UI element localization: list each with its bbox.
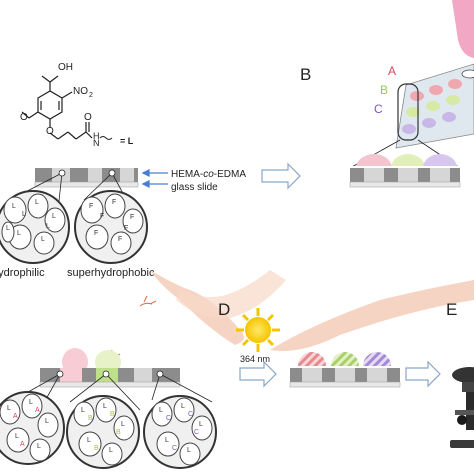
glass-slide-label: glass slide [171, 182, 218, 193]
bead-label: L [199, 421, 203, 428]
hydrophilic-label: hydrophilic [0, 267, 45, 279]
substrate-d [289, 352, 401, 388]
panel-d-label: D [218, 300, 230, 319]
equals-l-label: = L [120, 136, 134, 146]
bead-label: L [181, 403, 185, 410]
microscope-icon [450, 367, 474, 448]
zoom-circle-c1 [0, 391, 65, 465]
substrate-b [349, 154, 461, 188]
bead-label: A [35, 407, 40, 414]
zoom-circle-c3 [143, 395, 217, 469]
bead-label: L [45, 418, 49, 425]
bead-label: L [165, 437, 169, 444]
bead-label: F [118, 236, 122, 243]
bead-label: B [116, 429, 121, 436]
bead-label: A [13, 413, 18, 420]
bead-label: L [7, 405, 11, 412]
process-arrow-ab [261, 162, 301, 190]
sun-icon [236, 308, 280, 352]
methoxy-o-label: O [20, 112, 28, 123]
ether-o-label: O [46, 126, 54, 137]
bead-label: L [41, 236, 45, 243]
pipette-c [270, 280, 474, 351]
bead-label: B [88, 415, 93, 422]
nitro-label: NO [73, 86, 88, 97]
bead-label: F [130, 214, 134, 221]
microarray-slide [395, 63, 474, 149]
bead-label: C [172, 445, 177, 452]
bead-label: F [100, 213, 104, 220]
bead-label: C [166, 415, 171, 422]
wavelength-label: 364 nm [240, 354, 270, 364]
bead-label: F [124, 225, 128, 232]
nitro-subscript: 2 [89, 92, 93, 99]
bead-label: L [187, 447, 191, 454]
bead-label: L [29, 399, 33, 406]
hema-label: HEMA-co-EDMA [171, 169, 246, 180]
bead-label: L [81, 407, 85, 414]
zoom-circle-superhydrophobic [74, 190, 148, 264]
bead-label: L [52, 213, 56, 220]
bead-label: L [15, 433, 19, 440]
well-label-c: C [374, 102, 383, 116]
bead-label: L [22, 211, 26, 218]
bead-label: F [94, 230, 98, 237]
superhydrophobic-label: superhydrophobic [67, 267, 155, 279]
bead-label: L [46, 223, 50, 230]
bead-label: L [121, 421, 125, 428]
uv-arrow [239, 360, 277, 388]
well-label-b: B [380, 83, 388, 97]
molecule-structure [21, 75, 113, 140]
bead-label: L [37, 443, 41, 450]
bead-label: C [194, 429, 199, 436]
well-label-a: A [388, 64, 396, 78]
carbonyl-o-label: O [84, 112, 92, 123]
substrate-a [34, 168, 139, 188]
bead-label: B [94, 445, 99, 452]
bead-label: L [109, 447, 113, 454]
pipette-c-body [176, 270, 286, 319]
bead-label: A [20, 441, 25, 448]
bead-label: L [12, 203, 16, 210]
bead-label: L [103, 403, 107, 410]
bead-label: L [17, 230, 21, 237]
amide-n-label: N [93, 138, 100, 148]
bead-label: F [89, 203, 93, 210]
pipette-tip-top [452, 0, 474, 58]
amide-h-label: H [93, 131, 100, 141]
bead-label: F [112, 199, 116, 206]
panel-e-label: E [446, 300, 457, 319]
oh-label: OH [58, 62, 73, 73]
zoom-circle-hydrophilic [0, 190, 70, 264]
substrate-c [39, 348, 181, 388]
zoom-circle-c2 [66, 395, 140, 469]
bead-label: L [159, 407, 163, 414]
process-arrow-de [405, 360, 441, 388]
bead-label: L [35, 199, 39, 206]
bead-label: C [188, 411, 193, 418]
bead-label: L [87, 437, 91, 444]
bead-label: B [110, 411, 115, 418]
bead-label: L [6, 225, 10, 232]
layer-arrows [141, 168, 168, 189]
panel-b-label: B [300, 65, 311, 84]
